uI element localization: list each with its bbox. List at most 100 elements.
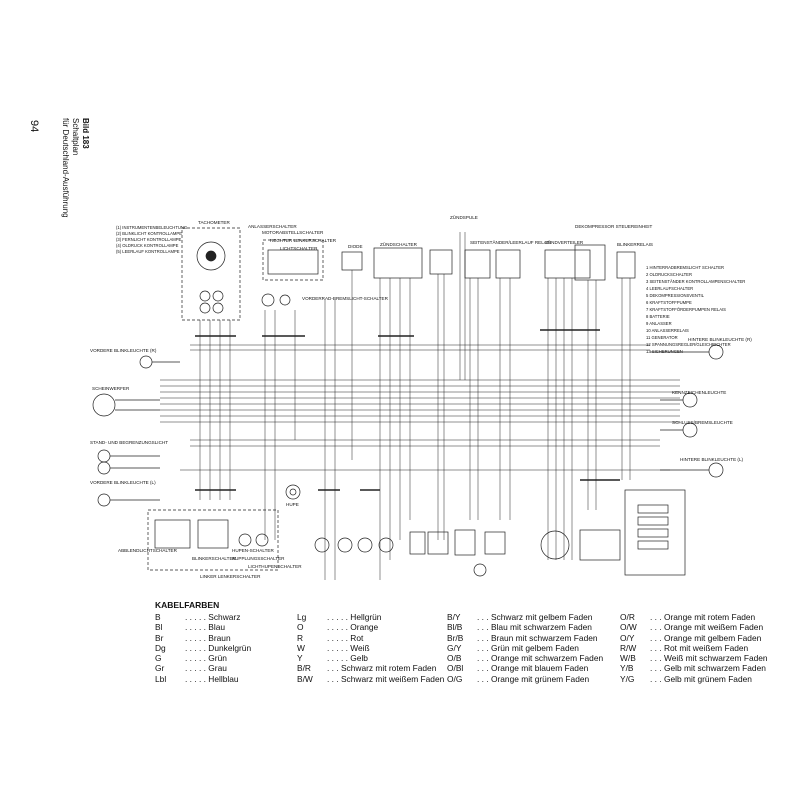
label-kupplungsschalter: KUPPLUNGSSCHALTER: [232, 556, 285, 561]
tacho-legend-item: (4) OLDRUCK KONTROLLAMPE: [116, 243, 179, 248]
label-vordere-blinkleuchte-l: VORDERE BLINKLEUCHTE (L): [90, 480, 156, 485]
vertical-wires: [199, 232, 631, 580]
color-desc: . . . . . Rot: [327, 632, 364, 643]
component-legend-item: 1 HINTERRADBREMSLICHT SCHALTER: [646, 265, 724, 270]
color-desc: . . . . . Hellgrün: [327, 612, 382, 622]
component-legend-item: 9 ANLASSER: [646, 321, 672, 326]
tacho-legend-item: (1) INSTRUMENTENBELEUCHTUNG: [116, 225, 187, 230]
legend-row: O/B . . . Orange mit schwarzem Faden: [447, 653, 603, 663]
color-desc: . . . . . Weiß: [327, 642, 370, 653]
label-zuendschalter: ZÜNDSCHALTER: [380, 241, 418, 247]
connector-bars: [195, 329, 620, 491]
color-code: R: [297, 632, 304, 643]
legend-row: Br/B. . . Braun mit schwarzem Faden: [447, 633, 603, 643]
legend-row: O. . . . . Orange: [297, 622, 444, 632]
color-desc: . . . Orange mit schwarzem Faden: [477, 653, 604, 664]
legend-row: G/Y. . . Grün mit gelbem Faden: [447, 643, 603, 653]
label-stand-begrenzungslicht: STAND- UND BEGRENZUNGSLICHT: [90, 440, 168, 445]
color-code: B/W: [297, 673, 313, 684]
legend-row: O/W. . . Orange mit weißem Faden: [620, 622, 768, 632]
component-legend-item: 6 KRAFTSTOFFPUMPE: [646, 300, 692, 305]
color-code: W/B: [620, 653, 636, 664]
diode-block: [341, 251, 363, 271]
component-legend-item: 3 SEITENSTÄNDER KONTROLLAMPENSCHALTER: [646, 279, 745, 284]
left-handlebar-switch-block: [147, 509, 279, 571]
color-code: O/B: [447, 653, 462, 664]
label-dekompressor: DEKOMPRESSOR STEUEREINHEIT: [575, 224, 653, 229]
color-code: Dg: [155, 642, 166, 653]
color-code: B/R: [297, 663, 311, 674]
label-anlasserschalter: ANLASSERSCHALTER: [248, 224, 297, 229]
color-code: O/Y: [620, 632, 635, 643]
cable-color-legend: KABELFARBEN B . . . . . Schwarz Bl . . . .…: [155, 600, 768, 690]
legend-title: KABELFARBEN: [155, 600, 220, 610]
turn-relay-block: [616, 251, 636, 279]
color-desc: . . . Orange mit blauem Faden: [477, 663, 589, 674]
right-handlebar-switch-block: [261, 239, 324, 307]
color-desc: . . . . . Grün: [185, 653, 227, 664]
legend-row: R/W. . . Rot mit weißem Faden: [620, 643, 768, 653]
color-code: O/Bl: [447, 663, 464, 674]
label-diode: DIODE: [348, 244, 363, 249]
label-vorderradbremslichtschalter: VORDERRAD-BREMSLICHT-SCHALTER: [302, 296, 389, 301]
label-lichthupenschalter: LICHTHUPENSCHALTER: [248, 564, 302, 569]
label-scheinwerfer: SCHEINWERFER: [92, 386, 130, 391]
color-desc: . . . . . Grau: [185, 663, 227, 674]
legend-column-2: Lg . . . . . Hellgrün O. . . . . Orange R…: [297, 612, 444, 684]
color-desc: . . . Orange mit gelbem Faden: [650, 632, 762, 643]
main-harness: [160, 344, 680, 471]
legend-row: Gr . . . . . Grau: [155, 663, 251, 673]
legend-column-4: O/R. . . Orange mit rotem Faden O/W. . .…: [620, 612, 768, 684]
legend-row: O/Bl . . . Orange mit blauem Faden: [447, 663, 603, 673]
color-desc: . . . . . Braun: [185, 632, 231, 643]
label-hintere-blinkleuchte-r: HINTERE BLINKLEUCHTE (R): [688, 337, 752, 342]
color-code: W: [297, 642, 305, 653]
component-legend-item: 11 GENERATOR: [646, 335, 678, 340]
legend-row: Dg. . . . . Dunkelgrün: [155, 643, 251, 653]
color-code: O/W: [620, 622, 637, 633]
color-desc: . . . Grün mit gelbem Faden: [477, 642, 579, 653]
component-legend-item: 5 DEKOMPRESSIONSVENTIL: [646, 293, 705, 298]
label-hupe: HUPE: [286, 502, 299, 507]
label-motorabstellschalter: MOTORABSTELLSCHALTER: [262, 230, 324, 235]
color-code: Lg: [297, 612, 307, 622]
color-desc: . . . . . Blau: [185, 622, 226, 633]
color-code: Y: [297, 653, 303, 664]
tachometer-block: [181, 227, 241, 321]
legend-row: G. . . . . Grün: [155, 653, 251, 663]
color-code: B: [155, 612, 161, 622]
color-code: O/G: [447, 673, 463, 684]
component-legend-item: 12 SPANNUNGSREGLER/GLEICHRICHTER: [646, 342, 731, 347]
legend-row: Bl . . . . . Blau: [155, 622, 251, 632]
label-tachometer: TACHOMETER: [198, 220, 230, 225]
legend-row: Lg . . . . . Hellgrün: [297, 612, 444, 622]
tacho-legend-item: (2) BLINKLICHT KONTROLLAMPE: [116, 231, 182, 236]
color-desc: . . . Schwarz mit weißem Faden: [327, 673, 445, 684]
component-legend-item: 13 SICHERUNGEN: [646, 349, 683, 354]
color-code: Bl/B: [447, 622, 463, 633]
color-desc: . . . . . Schwarz: [185, 612, 241, 622]
decompressor-unit-block: [574, 244, 606, 281]
color-desc: . . . Schwarz mit gelbem Faden: [477, 612, 593, 622]
legend-row: Y. . . . . Gelb: [297, 653, 444, 663]
legend-row: B/R. . . Schwarz mit rotem Faden: [297, 663, 444, 673]
legend-column-3: B/Y. . . Schwarz mit gelbem Faden Bl/B. …: [447, 612, 603, 684]
color-desc: . . . . . Orange: [327, 622, 379, 633]
component-legend-item: 10 ANLASSERRELAIS: [646, 328, 689, 333]
color-code: Bl: [155, 622, 163, 633]
legend-row: B . . . . . Schwarz: [155, 612, 251, 622]
neutral-relay-block: [495, 249, 521, 279]
legend-row: O/Y . . . Orange mit gelbem Faden: [620, 633, 768, 643]
color-code: Br/B: [447, 632, 464, 643]
sidestand-relay-block: [464, 249, 491, 279]
color-code: Lbl: [155, 673, 167, 684]
legend-row: B/W . . . Schwarz mit weißem Faden: [297, 674, 444, 684]
ignition-coil-block: [429, 249, 453, 275]
label-seitenstaender-relais: SEITENSTÄNDER/LEERLAUF RELAIS: [470, 239, 551, 245]
front-left-lights: [92, 355, 180, 507]
label-kennzeichenleuchte: KENNZEICHENLEUCHTE: [672, 390, 726, 395]
legend-row: Lbl. . . . . Hellblau: [155, 674, 251, 684]
color-code: Gr: [155, 663, 165, 674]
label-vordere-blinkleuchte-r: VORDERE BLINKLEUCHTE (R): [90, 348, 157, 353]
